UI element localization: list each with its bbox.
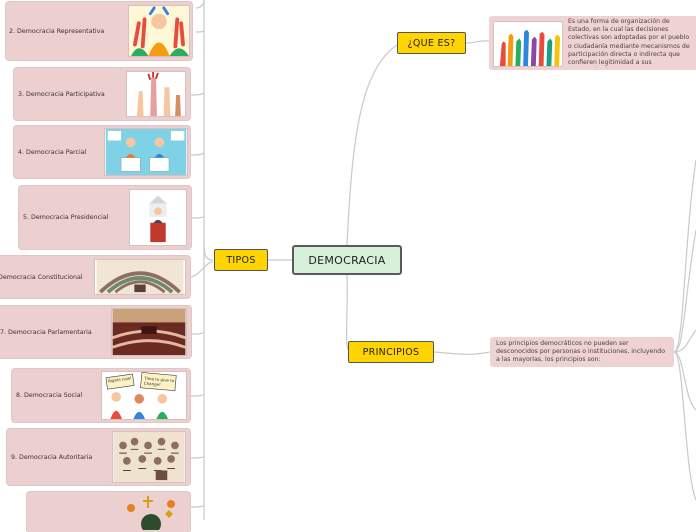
tipo-item-participativa[interactable]: 3. Democracia Participativa [14,68,190,120]
connector-tipos-trunk [203,239,214,261]
branch-principios[interactable]: PRINCIPIOS [348,341,434,363]
branch-que-es[interactable]: ¿QUE ES? [397,32,466,54]
branch-tipos[interactable]: TIPOS [214,249,268,271]
connector-principios-down2 [673,351,696,501]
connector-central-principios [346,274,349,351]
protesters-with-signs-image: Rights now! Time to give to Change! [101,371,187,420]
tipo-label-parcial: 4. Democracia Parcial [18,148,87,156]
tipo-item-parcial[interactable]: 4. Democracia Parcial [14,126,190,178]
connector-principios-up [673,159,696,353]
tipo-label-parlamentaria: 7. Democracia Parlamentaria [0,328,92,336]
tipo-label-social: 8. Democracia Social [16,392,83,399]
branch-tipos-label: TIPOS [226,254,256,266]
central-topic-label: DEMOCRACIA [308,253,386,267]
crowd-sketch-image [112,431,186,483]
tipo-item-constitucional[interactable]: 6. Democracia Constitucional [0,256,190,298]
assembly-hall-image [111,308,187,356]
tipo-label-constitucional: 6. Democracia Constitucional [0,273,83,281]
tipo-label-representativa: 2. Democracia Representativa [9,27,105,35]
tipo-item-presidencial[interactable]: 5. Democracia Presidencial [19,186,191,249]
tipo-label-participativa: 3. Democracia Participativa [18,90,105,98]
tipo-label-presidencial: 5. Democracia Presidencial [23,214,109,221]
hands-raised-voting-image [126,71,186,117]
connector-principios-up2 [673,229,696,353]
connector-principios-down [673,351,696,411]
connector-central-que-es [346,44,398,246]
tipo-item-social[interactable]: 8. Democracia Social Rights now! Time to… [12,369,190,422]
connector-que-es-text [465,40,490,44]
connector-lines [189,0,696,520]
que-es-definition: Es una forma de organización de Estado, … [568,18,690,68]
connector-principios-text [433,351,491,355]
tipo-item-religious[interactable] [27,492,190,532]
tipo-item-autoritaria[interactable]: 9. Democracia Autoritaria [7,429,190,485]
tipo-label-autoritaria: 9. Democracia Autoritaria [11,453,93,461]
parliament-chamber-image [94,259,186,295]
branch-que-es-label: ¿QUE ES? [407,37,456,49]
voting-hands-image [493,21,563,67]
religious-symbols-image [121,494,185,530]
tipo-item-representativa[interactable]: 2. Democracia Representativa [6,2,192,60]
connector-principios-mid [673,329,696,353]
president-at-podium-image [129,189,187,246]
branch-principios-label: PRINCIPIOS [362,346,420,358]
voters-at-ballot-boxes-image [104,128,188,176]
central-topic-democracia[interactable]: DEMOCRACIA [292,245,402,275]
tipo-item-parlamentaria[interactable]: 7. Democracia Parlamentaria [0,306,191,358]
principios-description[interactable]: Los principios democráticos no pueden se… [490,337,674,367]
crowd-raising-hands-image [128,5,190,57]
